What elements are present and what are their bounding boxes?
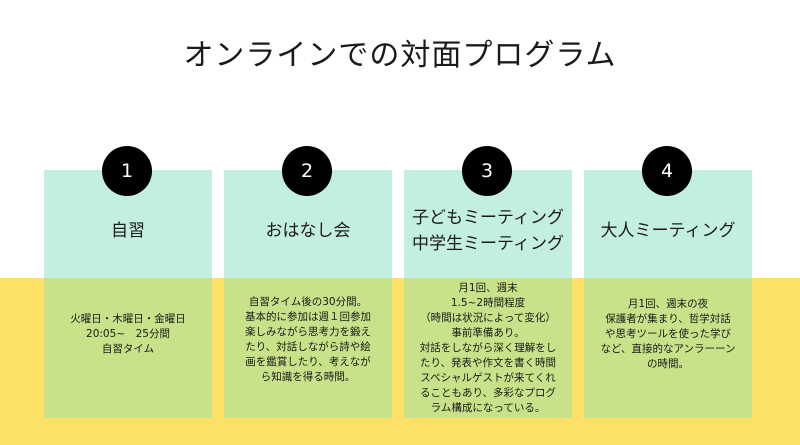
heading-line: 中学生ミーティング xyxy=(412,234,564,254)
description-line: の時間。 xyxy=(647,357,689,370)
card-heading: 自習 xyxy=(111,218,145,244)
program-card-2: 2 おはなし会 自習タイム後の30分間。 基本的に参加は週１回参加 楽しみながら… xyxy=(224,146,392,418)
heading-line: 自習 xyxy=(111,221,145,241)
page-title: オンラインでの対面プログラム xyxy=(183,38,617,73)
program-card-1: 1 自習 火曜日・木曜日・金曜日 20:05~ 25分間 自習タイム xyxy=(44,146,212,418)
card-body: 月1回、週末の夜 保護者が集まり、哲学対話 や思考ツールを使った学び など、直接… xyxy=(584,278,752,418)
program-card-3: 3 子どもミーティング 中学生ミーティング 月1回、週末 1.5~2時間程度 （… xyxy=(404,146,572,418)
description-line: 20:05~ 25分間 xyxy=(86,327,170,340)
card-description: 火曜日・木曜日・金曜日 20:05~ 25分間 自習タイム xyxy=(70,312,186,357)
description-line: スペシャルゲストが来てくれ xyxy=(420,371,556,384)
description-line: たり、対話しながら詩や絵 xyxy=(245,341,371,353)
step-number-badge: 4 xyxy=(642,146,692,196)
description-line: 月1回、週末 xyxy=(458,281,518,294)
description-line: や思考ツールを使った学び xyxy=(605,327,731,340)
heading-line: 大人ミーティング xyxy=(600,221,736,241)
card-header: 大人ミーティング xyxy=(584,170,752,278)
description-line: 楽しみながら思考力を鍛え xyxy=(245,326,371,338)
card-body: 自習タイム後の30分間。 基本的に参加は週１回参加 楽しみながら思考力を鍛え た… xyxy=(224,278,392,418)
description-line: 月1回、週末の夜 xyxy=(627,297,709,310)
card-body: 火曜日・木曜日・金曜日 20:05~ 25分間 自習タイム xyxy=(44,278,212,418)
step-number-badge: 1 xyxy=(102,146,152,196)
step-number-badge: 3 xyxy=(462,146,512,196)
description-line: ラム構成になっている。 xyxy=(430,401,546,414)
program-card-4: 4 大人ミーティング 月1回、週末の夜 保護者が集まり、哲学対話 や思考ツールを… xyxy=(584,146,752,418)
description-line: 基本的に参加は週１回参加 xyxy=(245,311,371,323)
description-line: など、直接的なアンラーーン xyxy=(600,342,736,355)
card-description: 月1回、週末の夜 保護者が集まり、哲学対話 や思考ツールを使った学び など、直接… xyxy=(600,297,735,372)
description-line: ることもあり、多彩なプログ xyxy=(419,386,557,399)
description-line: 事前準備あり。 xyxy=(451,326,525,339)
card-heading: 大人ミーティング xyxy=(601,218,736,244)
description-line: 自習タイム xyxy=(101,342,155,355)
heading-line: 子どもミーティング xyxy=(412,208,564,228)
card-description: 自習タイム後の30分間。 基本的に参加は週１回参加 楽しみながら思考力を鍛え た… xyxy=(245,295,371,385)
description-line: 火曜日・木曜日・金曜日 xyxy=(70,312,186,325)
description-line: 自習タイム後の30分間。 xyxy=(248,296,368,308)
card-heading: 子どもミーティング 中学生ミーティング xyxy=(412,205,564,257)
description-line: 保護者が集まり、哲学対話 xyxy=(605,312,731,325)
description-line: たり、発表や作文を書く時間 xyxy=(419,356,557,369)
step-number-badge: 2 xyxy=(282,146,332,196)
heading-line: おはなし会 xyxy=(265,221,351,241)
description-line: 1.5~2時間程度 xyxy=(450,296,526,309)
card-description: 月1回、週末 1.5~2時間程度 （時間は状況によって変化） 事前準備あり。 対… xyxy=(420,281,557,416)
description-line: 画を鑑賞したり、考えなが xyxy=(245,356,371,368)
description-line: 対話をしながら深く理解をし xyxy=(419,341,557,354)
description-line: ら知識を得る時間。 xyxy=(260,371,356,383)
card-heading: おはなし会 xyxy=(266,218,351,244)
description-line: （時間は状況によって変化） xyxy=(420,311,556,324)
card-body: 月1回、週末 1.5~2時間程度 （時間は状況によって変化） 事前準備あり。 対… xyxy=(404,278,572,418)
